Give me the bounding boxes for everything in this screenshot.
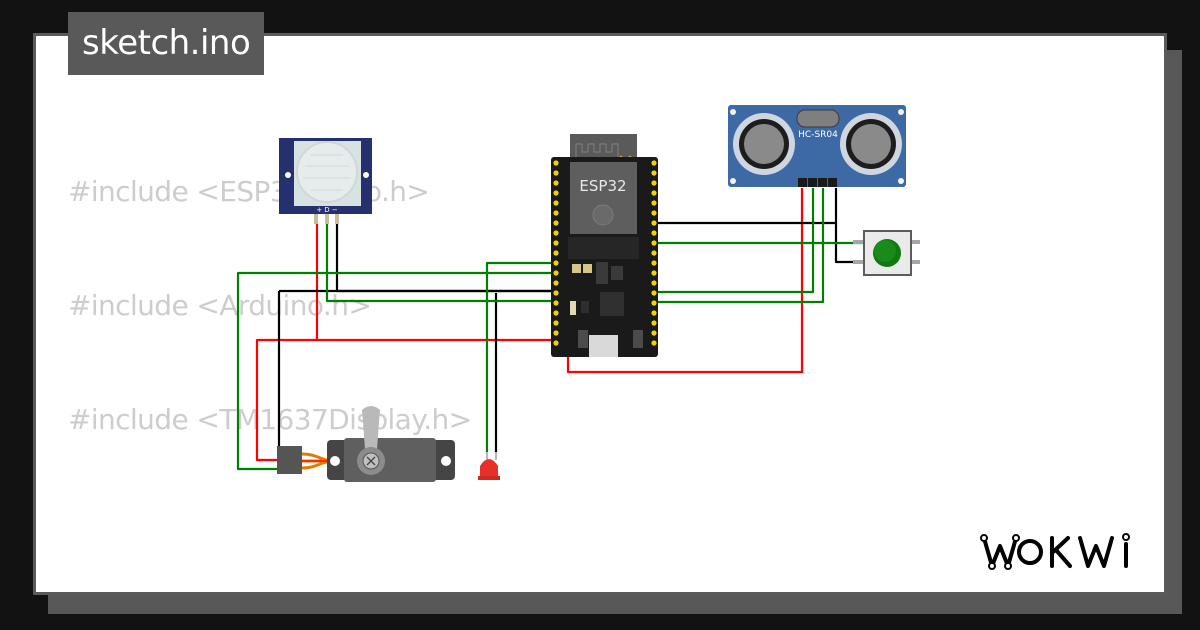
wire-pir-data[interactable] (325, 222, 556, 303)
preview-canvas: #include <ESP32Servo.h> #include <Arduin… (36, 36, 1164, 592)
wokwi-logo (980, 533, 1130, 570)
esp32-board[interactable]: ESP32 (551, 134, 658, 357)
wire-ultrasonic-vcc[interactable] (566, 188, 804, 374)
usb-port (589, 335, 618, 357)
pir-pin-labels: + D − (316, 206, 338, 214)
pin-headers (553, 160, 657, 346)
en-button[interactable] (578, 330, 588, 348)
code-line: #include <TM1637Display.h> (68, 403, 472, 436)
wire-echo[interactable] (655, 188, 815, 294)
wire-pir-vcc[interactable] (255, 222, 319, 462)
boot-button[interactable] (633, 330, 643, 348)
wire-gnd-right[interactable] (655, 188, 866, 264)
wire-red-bus[interactable] (317, 338, 558, 352)
esp32-label: ESP32 (579, 177, 626, 195)
wire-servo-signal[interactable] (236, 271, 556, 471)
red-led[interactable] (478, 452, 500, 480)
ultrasonic-label: HC-SR04 (798, 130, 838, 140)
wire-pir-gnd[interactable] (335, 222, 556, 293)
pir-motion-sensor[interactable]: + D − (279, 138, 372, 224)
ultrasonic-sensor[interactable]: HC-SR04 (728, 105, 906, 187)
wire-led-signal[interactable] (485, 261, 556, 452)
servo-motor[interactable] (277, 406, 455, 482)
wire-gnd-servo[interactable] (277, 289, 556, 454)
filename-tab[interactable]: sketch.ino (68, 12, 265, 75)
pushbutton[interactable] (853, 230, 920, 276)
wire-trig[interactable] (655, 188, 825, 304)
code-line: #include <Arduino.h> (68, 289, 372, 322)
